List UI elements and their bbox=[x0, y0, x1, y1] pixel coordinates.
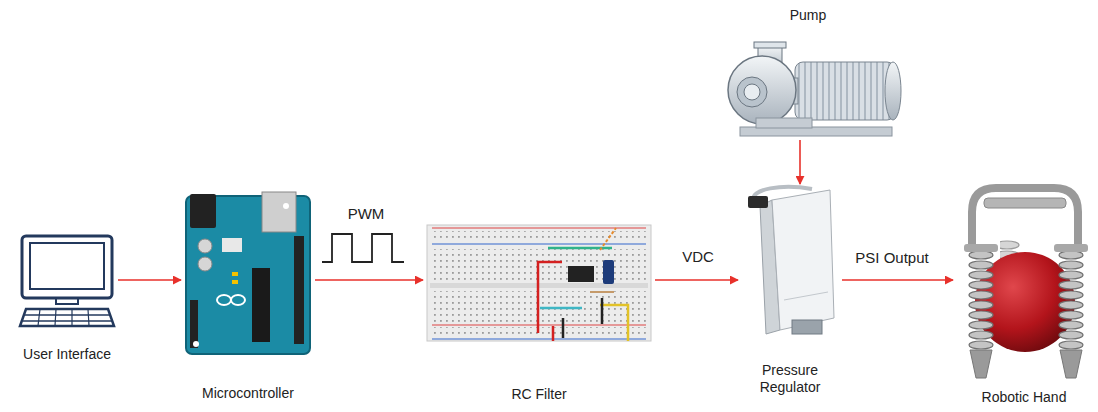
edge-label-slot: VDC bbox=[680, 248, 716, 266]
regulator-illustration bbox=[748, 187, 834, 334]
node-label: Robotic Hand bbox=[982, 389, 1067, 406]
edge-label-slot: PWM bbox=[346, 205, 387, 223]
node-label: Microcontroller bbox=[202, 385, 294, 402]
pump-node: Pump bbox=[712, 38, 904, 138]
caption-slot: RC Filter bbox=[511, 386, 566, 403]
filter-node: RC Filter bbox=[425, 222, 653, 344]
node-label: Pressure Regulator bbox=[747, 362, 833, 396]
signal-arrow bbox=[842, 279, 953, 281]
caption-slot: Pressure Regulator bbox=[747, 362, 833, 396]
robotic-hand-illustration bbox=[964, 188, 1088, 378]
edge-label-slot: PSI Output bbox=[853, 249, 930, 267]
signal-arrow bbox=[118, 279, 181, 281]
signal-label: PSI Output bbox=[853, 249, 930, 266]
regulator-node: Pressure Regulator bbox=[740, 186, 840, 338]
computer-node: User Interface bbox=[18, 232, 116, 328]
pwm-waveform bbox=[322, 234, 404, 262]
arduino-board bbox=[186, 192, 310, 354]
signal-label: VDC bbox=[680, 248, 716, 265]
microcontroller-node: Microcontroller bbox=[183, 192, 313, 357]
pump-illustration bbox=[728, 42, 901, 136]
signal-label: PWM bbox=[346, 205, 387, 222]
computer-icon bbox=[20, 236, 114, 326]
caption-slot: Robotic Hand bbox=[982, 389, 1067, 406]
node-label: Pump bbox=[790, 7, 827, 24]
node-label: RC Filter bbox=[511, 386, 566, 403]
node-label: User Interface bbox=[23, 346, 111, 363]
caption-slot: Microcontroller bbox=[202, 385, 294, 402]
hand-node: Robotic Hand bbox=[955, 180, 1093, 385]
signal-arrow bbox=[799, 140, 801, 184]
signal-arrow bbox=[655, 279, 738, 281]
caption-slot: User Interface bbox=[23, 346, 111, 363]
breadboard bbox=[427, 225, 651, 341]
signal-arrow bbox=[315, 279, 423, 281]
caption-slot: Pump bbox=[790, 7, 827, 24]
